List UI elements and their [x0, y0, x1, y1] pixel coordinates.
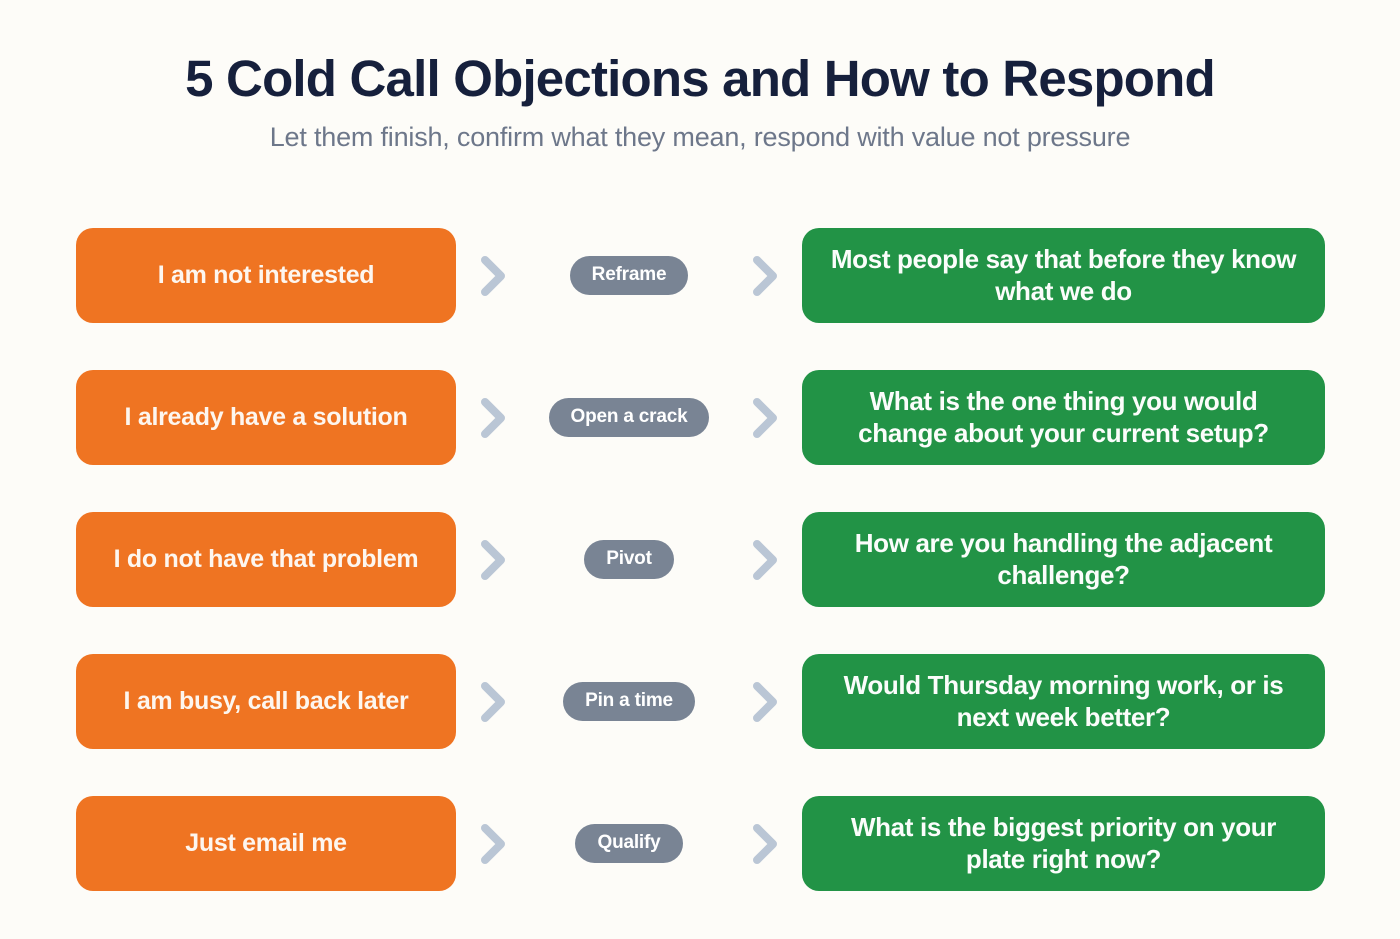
- response-card[interactable]: How are you handling the adjacent challe…: [802, 512, 1325, 607]
- response-card[interactable]: Would Thursday morning work, or is next …: [802, 654, 1325, 749]
- chevron-right-icon: [728, 654, 802, 749]
- response-label: Would Thursday morning work, or is next …: [843, 670, 1284, 732]
- objection-label: I already have a solution: [124, 403, 408, 432]
- response-card[interactable]: What is the biggest priority on your pla…: [802, 796, 1325, 891]
- objection-card[interactable]: I already have a solution: [76, 370, 456, 465]
- tactic-cell: Qualify: [530, 823, 728, 864]
- page-subtitle: Let them finish, confirm what they mean,…: [269, 121, 1131, 152]
- objection-card[interactable]: I am busy, call back later: [76, 654, 456, 749]
- tactic-cell: Open a crack: [530, 397, 728, 438]
- header: 5 Cold Call Objections and How to Respon…: [0, 0, 1400, 153]
- response-label: Most people say that before they know wh…: [830, 244, 1297, 306]
- chevron-right-icon: [728, 228, 802, 323]
- response-label: What is the biggest priority on your pla…: [850, 812, 1277, 874]
- objection-card[interactable]: I am not interested: [76, 228, 456, 323]
- table-row: I do not have that problem Pivot How are…: [76, 512, 1325, 607]
- page-title: 5 Cold Call Objections and How to Respon…: [185, 50, 1216, 107]
- chevron-right-icon: [728, 512, 802, 607]
- objection-label: I am busy, call back later: [123, 687, 409, 716]
- response-label: How are you handling the adjacent challe…: [854, 528, 1273, 590]
- response-card[interactable]: Most people say that before they know wh…: [802, 228, 1325, 323]
- response-card[interactable]: What is the one thing you would change a…: [802, 370, 1325, 465]
- tactic-badge[interactable]: Qualify: [575, 823, 683, 864]
- tactic-badge[interactable]: Pivot: [584, 539, 674, 580]
- chevron-right-icon: [456, 370, 530, 465]
- tactic-badge[interactable]: Pin a time: [563, 681, 695, 722]
- tactic-cell: Pin a time: [530, 681, 728, 722]
- table-row: I am not interested Reframe Most people …: [76, 228, 1325, 323]
- chevron-right-icon: [456, 512, 530, 607]
- tactic-cell: Pivot: [530, 539, 728, 580]
- objection-label: I am not interested: [157, 261, 375, 290]
- objection-label: Just email me: [185, 829, 347, 858]
- objection-card[interactable]: I do not have that problem: [76, 512, 456, 607]
- objection-card[interactable]: Just email me: [76, 796, 456, 891]
- objection-rows: I am not interested Reframe Most people …: [76, 228, 1325, 891]
- tactic-badge[interactable]: Reframe: [569, 255, 689, 296]
- chevron-right-icon: [456, 654, 530, 749]
- objection-label: I do not have that problem: [113, 545, 419, 574]
- tactic-badge[interactable]: Open a crack: [548, 397, 710, 438]
- table-row: I am busy, call back later Pin a time Wo…: [76, 654, 1325, 749]
- chevron-right-icon: [456, 228, 530, 323]
- table-row: I already have a solution Open a crack W…: [76, 370, 1325, 465]
- table-row: Just email me Qualify What is the bigges…: [76, 796, 1325, 891]
- response-label: What is the one thing you would change a…: [858, 386, 1269, 448]
- chevron-right-icon: [728, 796, 802, 891]
- tactic-cell: Reframe: [530, 255, 728, 296]
- chevron-right-icon: [728, 370, 802, 465]
- chevron-right-icon: [456, 796, 530, 891]
